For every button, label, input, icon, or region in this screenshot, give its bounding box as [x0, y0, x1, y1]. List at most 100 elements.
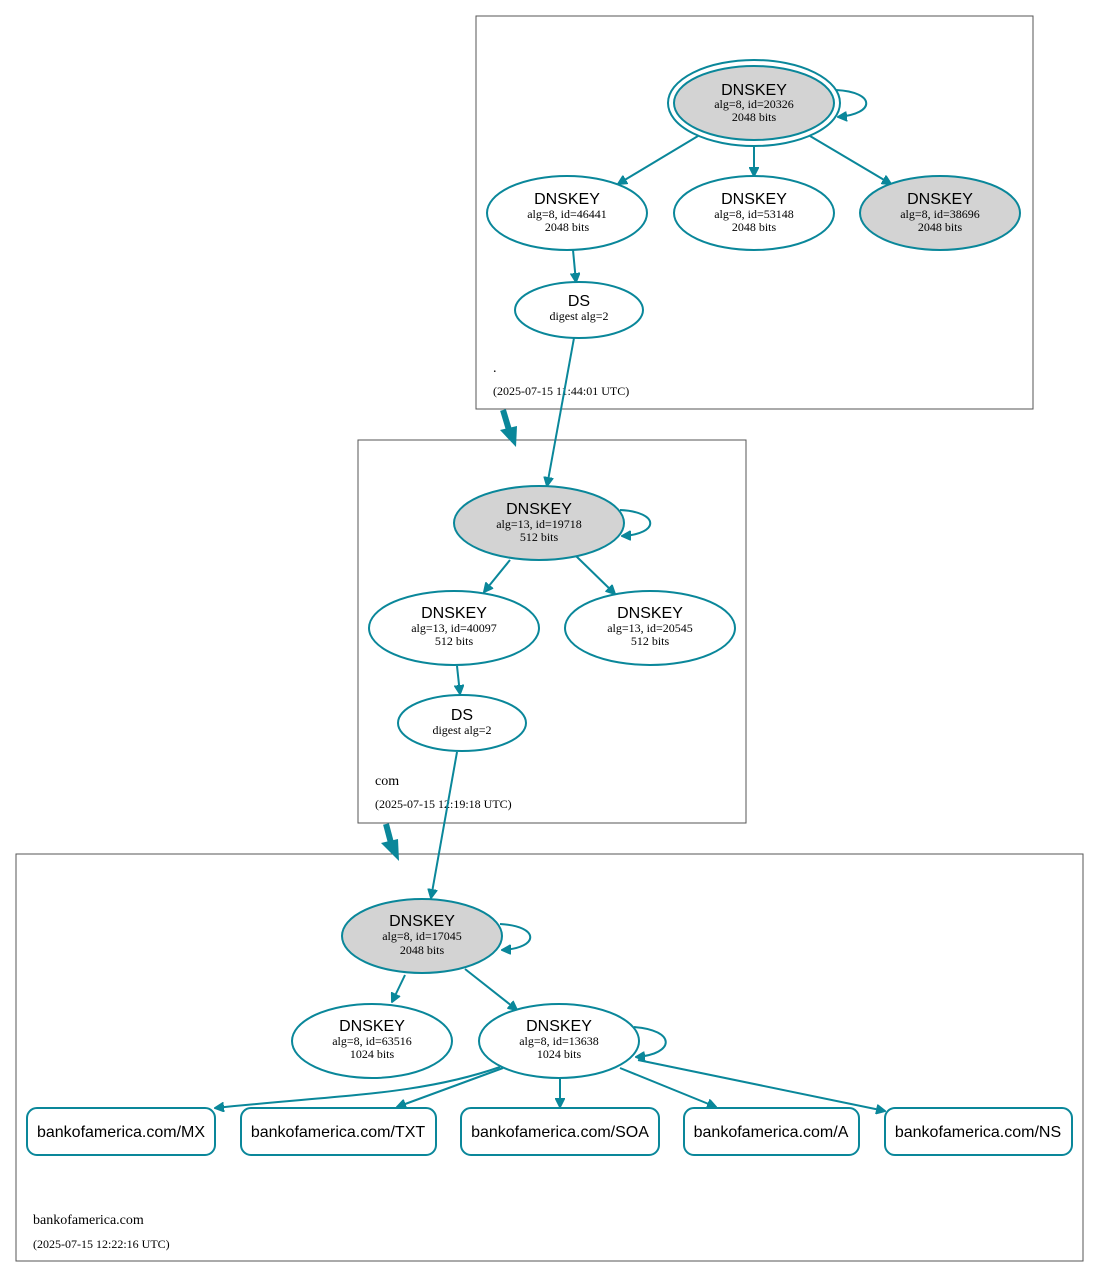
dnskey-ellipse — [673, 65, 835, 141]
dnskey-size: 2048 bits — [918, 220, 963, 234]
zone-root: . (2025-07-15 11:44:01 UTC) — [475, 15, 1034, 410]
dnskey-ellipse — [291, 1003, 453, 1079]
dnskey-algorithm: alg=8, id=63516 — [332, 1034, 412, 1048]
dnskey-title: DNSKEY — [506, 501, 572, 518]
dnskey-title: DNSKEY — [907, 191, 973, 208]
rrset-node-ns[interactable]: bankofamerica.com/NS — [884, 1107, 1073, 1156]
edges — [215, 89, 891, 1111]
zone-com-box — [357, 439, 747, 824]
rrset-label: bankofamerica.com/A — [694, 1124, 849, 1141]
ds-ellipse — [514, 281, 644, 339]
dnskey-algorithm: alg=13, id=20545 — [607, 621, 693, 635]
dnskey-node[interactable]: DNSKEY alg=8, id=17045 2048 bits — [341, 898, 503, 974]
dnskey-algorithm: alg=8, id=17045 — [382, 929, 462, 943]
dnskey-title: DNSKEY — [526, 1018, 592, 1035]
dnskey-node[interactable]: DNSKEY alg=8, id=63516 1024 bits — [291, 1003, 453, 1079]
ds-node[interactable]: DS digest alg=2 — [514, 281, 644, 339]
dnskey-algorithm: alg=8, id=13638 — [519, 1034, 599, 1048]
edge-root-ksk-to-zsk1 — [618, 135, 699, 184]
zone-com-timestamp: (2025-07-15 12:19:18 UTC) — [375, 797, 512, 811]
rrset-box — [26, 1107, 216, 1156]
edge-com-zsk1-to-ds — [457, 665, 460, 694]
dnskey-node[interactable]: DNSKEY alg=8, id=38696 2048 bits — [859, 175, 1021, 251]
zone-com-name: com — [375, 774, 399, 789]
dnskey-node[interactable]: DNSKEY alg=8, id=13638 1024 bits — [478, 1003, 640, 1079]
ds-digest: digest alg=2 — [549, 309, 608, 323]
dnskey-title: DNSKEY — [339, 1018, 405, 1035]
rrset-label: bankofamerica.com/MX — [37, 1124, 205, 1141]
dnskey-node[interactable]: DNSKEY alg=13, id=20545 512 bits — [564, 590, 736, 666]
dnskey-ellipse — [341, 898, 503, 974]
zone-root-name: . — [493, 361, 497, 376]
dnskey-algorithm: alg=8, id=38696 — [900, 207, 980, 221]
dnskey-ellipse — [673, 175, 835, 251]
ds-title: DS — [568, 293, 590, 310]
zone-root-timestamp: (2025-07-15 11:44:01 UTC) — [493, 384, 629, 398]
zone-bankofamerica-timestamp: (2025-07-15 12:22:16 UTC) — [33, 1237, 170, 1251]
edge-zsk2-to-a — [619, 1067, 716, 1107]
dnskey-title: DNSKEY — [721, 82, 787, 99]
delegation-arrow-com-boa — [383, 823, 394, 844]
dnskey-size: 2048 bits — [400, 943, 445, 957]
edge-root-zsk1-to-ds — [573, 249, 576, 282]
dnskey-node[interactable]: DNSKEY alg=13, id=19718 512 bits — [453, 485, 625, 561]
rrset-node-txt[interactable]: bankofamerica.com/TXT — [240, 1107, 437, 1156]
edge-zsk2-to-txt — [397, 1067, 504, 1107]
dnskey-title: DNSKEY — [389, 913, 455, 930]
rrset-label: bankofamerica.com/NS — [895, 1124, 1061, 1141]
rrset-box — [683, 1107, 860, 1156]
edge-com-ksk-self — [619, 509, 652, 536]
dnskey-title: DNSKEY — [617, 605, 683, 622]
dnskey-algorithm: alg=8, id=53148 — [714, 207, 794, 221]
rrset-node-a[interactable]: bankofamerica.com/A — [683, 1107, 860, 1156]
dnskey-algorithm: alg=13, id=40097 — [411, 621, 497, 635]
dnskey-node[interactable]: DNSKEY alg=8, id=53148 2048 bits — [673, 175, 835, 251]
zone-bankofamerica-box — [15, 853, 1084, 1262]
edge-boa-ksk-to-zsk1 — [392, 974, 406, 1002]
edge-com-ksk-to-zsk1 — [484, 559, 511, 592]
delegation-arrow-root-com — [500, 409, 512, 431]
zone-root-box — [475, 15, 1034, 410]
delegation-arrows — [381, 409, 517, 861]
dnskey-title: DNSKEY — [421, 605, 487, 622]
dnskey-size: 1024 bits — [350, 1047, 395, 1061]
rrset-box — [460, 1107, 660, 1156]
rrset-label: bankofamerica.com/SOA — [471, 1124, 649, 1141]
edge-com-ds-to-boa-ksk — [431, 751, 458, 898]
dnskey-algorithm: alg=8, id=20326 — [714, 97, 794, 111]
rrset-label: bankofamerica.com/TXT — [251, 1124, 426, 1141]
rrset-node-soa[interactable]: bankofamerica.com/SOA — [460, 1107, 660, 1156]
edge-boa-ksk-to-zsk2 — [464, 968, 517, 1010]
zone-bankofamerica-name: bankofamerica.com — [33, 1213, 144, 1228]
delegation-arrowhead-root-com — [500, 426, 517, 447]
dnskey-size: 2048 bits — [732, 220, 777, 234]
dnskey-algorithm: alg=13, id=19718 — [496, 517, 582, 531]
dnskey-size: 2048 bits — [545, 220, 590, 234]
rrset-node-mx[interactable]: bankofamerica.com/MX — [26, 1107, 216, 1156]
dnskey-size: 512 bits — [631, 634, 670, 648]
dnskey-ellipse — [859, 175, 1021, 251]
edge-boa-zsk2-self — [633, 1026, 667, 1057]
dnskey-node[interactable]: DNSKEY alg=8, id=46441 2048 bits — [486, 175, 648, 251]
ds-title: DS — [451, 707, 473, 724]
dnskey-node[interactable]: DNSKEY alg=8, id=20326 2048 bits — [667, 59, 841, 147]
edge-com-ksk-to-zsk2 — [575, 555, 615, 594]
edge-boa-ksk-self — [499, 923, 532, 950]
dnskey-size: 512 bits — [435, 634, 474, 648]
dnskey-node[interactable]: DNSKEY alg=13, id=40097 512 bits — [368, 590, 540, 666]
ds-node[interactable]: DS digest alg=2 — [397, 694, 527, 752]
dnskey-ellipse — [478, 1003, 640, 1079]
edge-root-ds-to-com-ksk — [547, 337, 575, 486]
dnskey-size: 1024 bits — [537, 1047, 582, 1061]
dnskey-title: DNSKEY — [721, 191, 787, 208]
delegation-arrowhead-com-boa — [381, 839, 399, 861]
dnskey-algorithm: alg=8, id=46441 — [527, 207, 607, 221]
dnskey-size: 512 bits — [520, 530, 559, 544]
edge-zsk2-to-ns — [637, 1059, 885, 1111]
ds-ellipse — [397, 694, 527, 752]
ds-digest: digest alg=2 — [432, 723, 491, 737]
rrset-box — [240, 1107, 437, 1156]
rrset-box — [884, 1107, 1073, 1156]
dnskey-ellipse — [368, 590, 540, 666]
